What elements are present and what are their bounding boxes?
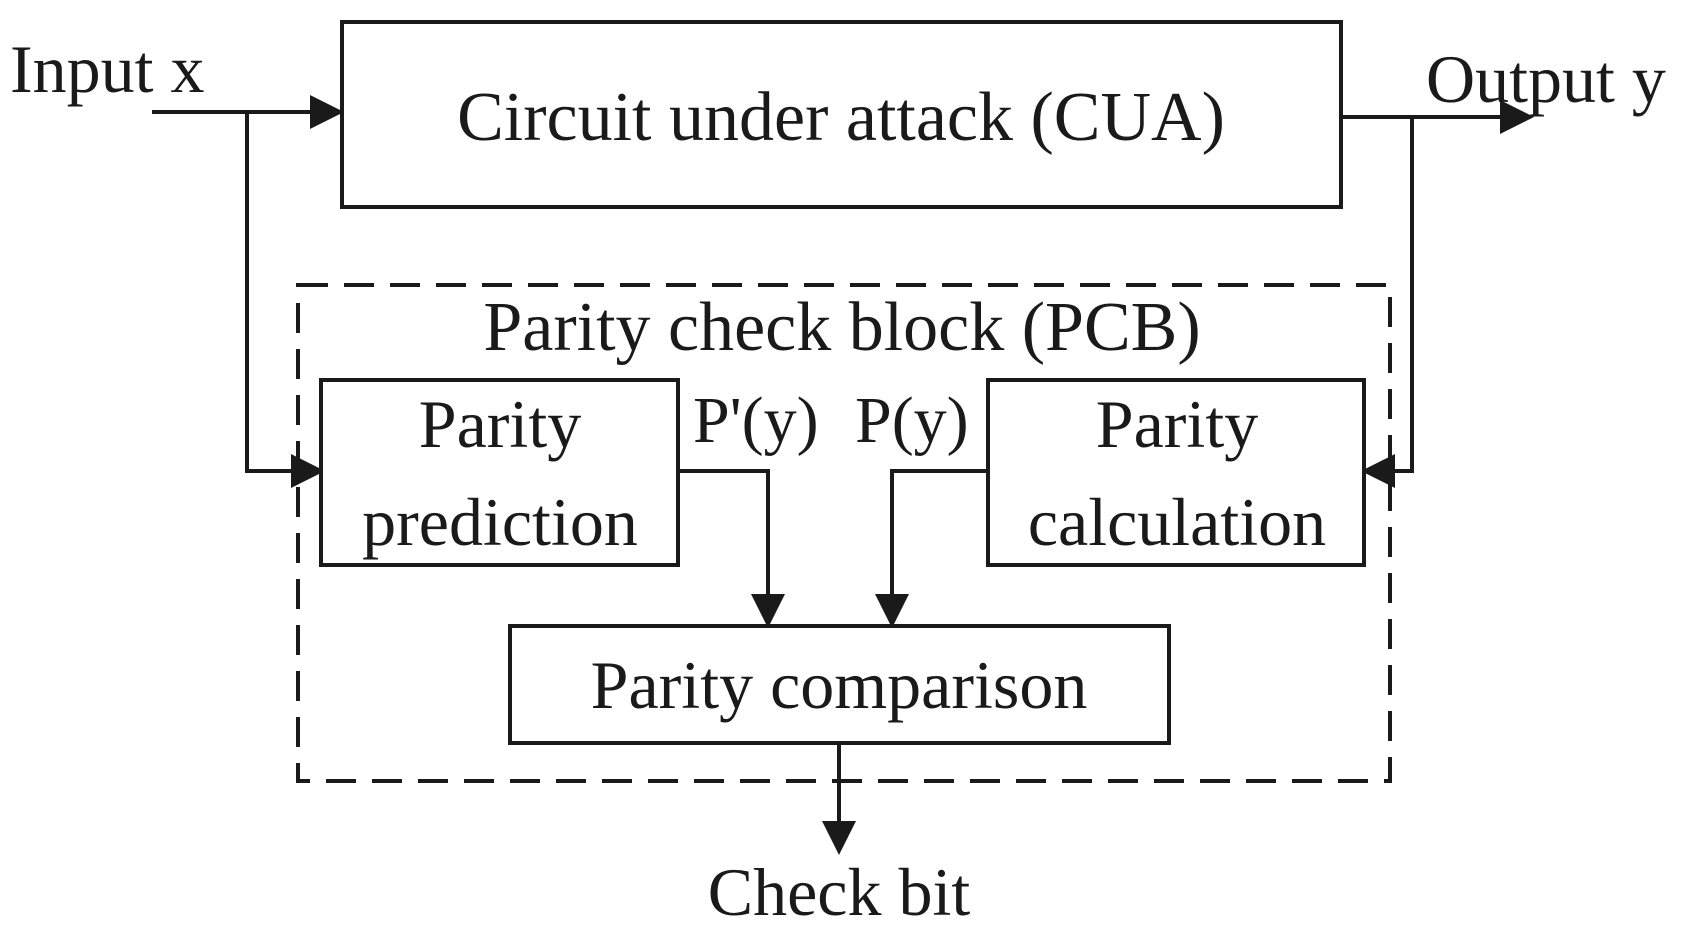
- p-arrowhead: [875, 594, 909, 628]
- input-label: Input x: [10, 31, 205, 107]
- cua-label: Circuit under attack (CUA): [457, 79, 1225, 156]
- parity-comparison-box: [508, 624, 1171, 745]
- check-bit-label: Check bit: [708, 854, 971, 930]
- parity-comparison-label: Parity comparison: [591, 647, 1088, 723]
- cua-box: [340, 20, 1343, 209]
- pcb-container: [296, 283, 1392, 783]
- parity-prediction-label-line1: Parity: [419, 386, 581, 462]
- calculation-arrowhead: [1361, 454, 1395, 488]
- p-label: P(y): [855, 384, 969, 457]
- parity-prediction-box: [319, 378, 680, 567]
- parity-calculation-label-line1: Parity: [1096, 386, 1258, 462]
- input-branch-wire: [245, 112, 292, 473]
- p-prime-wire: [678, 469, 770, 595]
- p-prime-label: P'(y): [693, 384, 819, 457]
- input-arrowhead: [310, 95, 344, 129]
- pcb-label: Parity check block (PCB): [483, 289, 1200, 366]
- output-label: Output y: [1426, 41, 1666, 117]
- check-bit-arrowhead: [822, 821, 856, 855]
- prediction-arrowhead: [291, 454, 325, 488]
- p-prime-arrowhead: [751, 594, 785, 628]
- output-branch-wire: [1394, 117, 1414, 473]
- output-arrowhead: [1500, 100, 1534, 134]
- parity-calculation-box: [986, 378, 1366, 567]
- p-wire: [890, 469, 988, 595]
- parity-calculation-label-line2: calculation: [1028, 484, 1326, 560]
- parity-prediction-label-line2: prediction: [362, 484, 638, 560]
